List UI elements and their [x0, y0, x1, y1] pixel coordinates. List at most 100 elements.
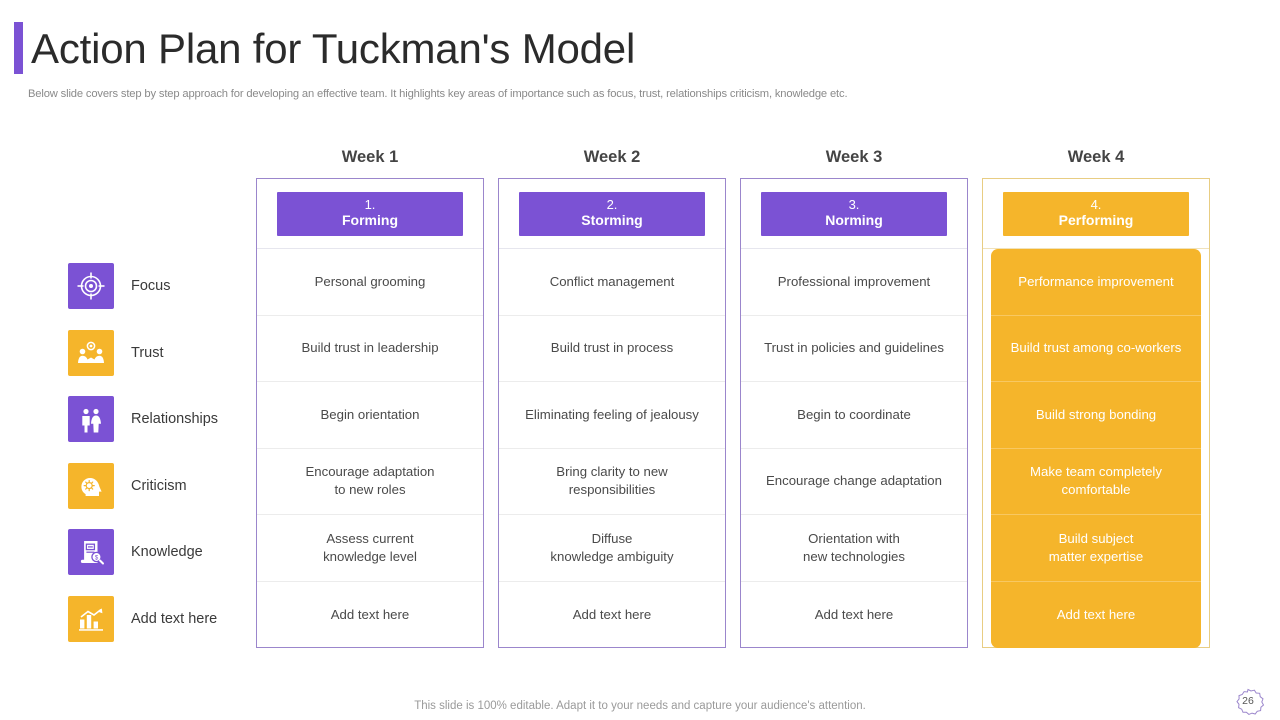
stage-number: 3. [848, 197, 860, 213]
stage-number: 1. [364, 197, 376, 213]
table-cell-text: Professional improvement [777, 273, 931, 289]
stage-badge-wrap: 3. Norming [741, 179, 967, 249]
table-cell[interactable]: Personal grooming [257, 249, 483, 316]
table-cell[interactable]: Add text here [257, 582, 483, 649]
table-cell-text: Begin orientation [320, 406, 420, 422]
table-cell[interactable]: Eliminating feeling of jealousy [499, 382, 725, 449]
week-header-4: Week 4 [1067, 148, 1125, 166]
table-cell-text: Add text here [330, 606, 410, 622]
stage-badge[interactable]: 2. Storming [519, 191, 705, 236]
table-cell[interactable]: Add text here [741, 582, 967, 649]
stage-badge[interactable]: 4. Performing [1003, 191, 1189, 236]
table-cell[interactable]: Build trust among co-workers [991, 316, 1201, 382]
couple-icon [68, 396, 114, 443]
row-label-text: Relationships [131, 411, 219, 428]
svg-text:$: $ [95, 556, 99, 562]
table-cell-text: Conflict management [549, 273, 675, 289]
table-cell[interactable]: Encourage change adaptation [741, 449, 967, 515]
table-cell-text: Build trust among co-workers [1010, 340, 1182, 356]
stage-badge-wrap: 4. Performing [983, 179, 1209, 249]
table-cell-text: Eliminating feeling of jealousy [525, 406, 699, 422]
table-cell-text: Trust in policies and guidelines [764, 340, 944, 356]
handshake-people-icon [68, 329, 114, 376]
table-cell-text: Personal grooming [314, 273, 426, 289]
table-cell-text: Build trust in process [550, 340, 674, 356]
table-cell-text: Encourage change adaptation [766, 473, 942, 489]
book-search-icon: $ [68, 529, 114, 576]
title-accent-bar [14, 22, 23, 74]
week-header-3: Week 3 [825, 148, 883, 166]
stage-badge-wrap: 1. Forming [257, 179, 483, 249]
row-label-text: Knowledge [131, 544, 203, 561]
footer-note: This slide is 100% editable. Adapt it to… [414, 700, 866, 712]
target-icon [68, 263, 114, 310]
table-cell-text: Begin to coordinate [797, 406, 911, 422]
row-label-trust: Trust [68, 320, 268, 387]
bar-chart-icon [68, 595, 114, 642]
table-cell[interactable]: Add text here [991, 582, 1201, 649]
week-header-1: Week 1 [341, 148, 399, 166]
row-label-column: Focus Trust Relationships [68, 253, 268, 652]
table-cell[interactable]: Conflict management [499, 249, 725, 316]
row-label-text: Criticism [131, 477, 187, 494]
table-cell[interactable]: Build trust in process [499, 316, 725, 382]
stage-name: Norming [825, 211, 883, 228]
page-number-text: 26 [1242, 695, 1254, 707]
stage-name: Forming [342, 211, 398, 228]
table-cell-text: Add text here [1056, 606, 1136, 622]
week-header-2: Week 2 [583, 148, 641, 166]
table-cell[interactable]: Add text here [499, 582, 725, 649]
table-cell[interactable]: Build trust in leadership [257, 316, 483, 382]
table-cell-text: Add text here [814, 606, 894, 622]
stage-badge[interactable]: 1. Forming [277, 191, 463, 236]
stage-badge[interactable]: 3. Norming [761, 191, 947, 236]
row-label-focus: Focus [68, 253, 268, 320]
table-cell-text: Build strong bonding [1035, 406, 1157, 422]
table-cell[interactable]: Build strong bonding [991, 382, 1201, 449]
row-label-text: Trust [131, 344, 164, 361]
row-label-relationships: Relationships [68, 386, 268, 453]
gear-badge-icon [1236, 688, 1265, 715]
head-brain-icon [68, 462, 114, 509]
row-label-knowledge: $ Knowledge [68, 519, 268, 586]
page-number-badge: 26 [1228, 687, 1268, 715]
stage-number: 4. [1090, 197, 1102, 213]
row-label-text: Focus [131, 278, 171, 295]
page-subtitle: Below slide covers step by step approach… [28, 88, 848, 100]
page-title: Action Plan for Tuckman's Model [31, 25, 636, 72]
stage-name: Storming [581, 211, 643, 228]
table-cell[interactable]: Professional improvement [741, 249, 967, 316]
row-label-add-text-here: Add text here [68, 586, 268, 653]
week-header-row: Week 1 Week 2 Week 3 Week 4 [0, 148, 1280, 174]
table-cell[interactable]: Begin orientation [257, 382, 483, 449]
table-cell[interactable]: Trust in policies and guidelines [741, 316, 967, 382]
table-cell[interactable]: Performance improvement [991, 249, 1201, 316]
stage-number: 2. [606, 197, 618, 213]
table-cell[interactable]: Begin to coordinate [741, 382, 967, 449]
table-cell-text: Add text here [572, 606, 652, 622]
table-cell-text: Build trust in leadership [301, 340, 439, 356]
